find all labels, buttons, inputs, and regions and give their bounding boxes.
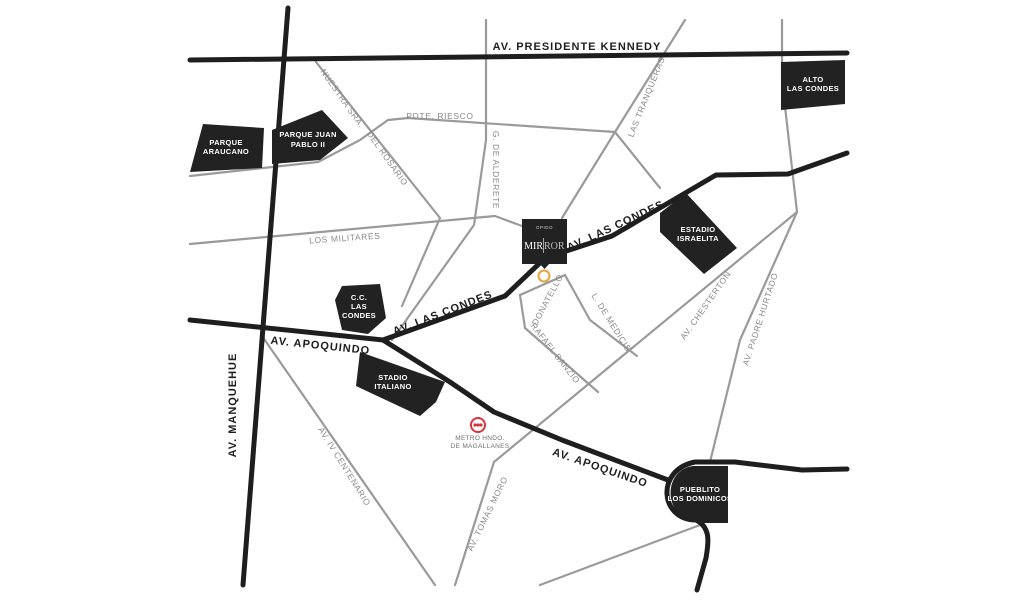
project-name-a: MIR [524, 241, 543, 252]
label-metro-2: DE MAGALLANES [451, 443, 510, 450]
label-av-presidente-kennedy: AV. PRESIDENTE KENNEDY [493, 41, 662, 53]
label-alto-las-condes-1: ALTO [803, 75, 824, 84]
label-av-chesterton: AV. CHESTERTON [678, 269, 733, 341]
road-av-manquehue [240, 5, 291, 588]
road-av-apoquindo [187, 317, 671, 483]
parque-araucano-block [190, 124, 264, 172]
street-rafael-sanzio [518, 293, 600, 394]
street-g-de-alderete [390, 18, 488, 342]
label-estadio-israelita-2: ISRAELITA [677, 234, 719, 243]
label-parque-araucano-2: ARAUCANO [203, 147, 249, 156]
label-av-iv-centenario: AV. IV CENTENARIO [316, 425, 373, 507]
label-cc-las-condes-2: LAS [351, 302, 367, 311]
label-metro-1: METRO HNDO. [455, 435, 505, 442]
metro-icon [470, 417, 486, 433]
cc-las-condes-block [335, 284, 386, 334]
street-av-tomas-moro [453, 460, 496, 587]
label-cc-las-condes-1: C.C. [351, 293, 367, 302]
street-nuestra-sra-del-rosario [314, 60, 442, 308]
street-southeast [538, 523, 702, 587]
label-del-rosario: DEL ROSARIO [365, 129, 410, 187]
street-l-de-medicis [563, 273, 639, 358]
road-pueblito-loop [664, 459, 850, 523]
landmarks [190, 60, 845, 523]
street-av-iv-centenario [260, 334, 437, 587]
label-los-militares: LOS MILITARES [309, 231, 381, 246]
label-parque-araucano-1: PARQUE [209, 138, 242, 147]
alto-las-condes-block [781, 60, 845, 110]
project-top-label: OPIDO [536, 225, 553, 230]
label-rafael-sanzio: RAFAEL SANZIO [529, 321, 582, 386]
label-pueblito-2: LOS DOMINICOS [668, 494, 733, 503]
label-alto-las-condes-2: LAS CONDES [787, 84, 839, 93]
street-donatello [518, 273, 567, 297]
label-av-las-condes-east: AV. LAS CONDES [565, 199, 666, 255]
location-ring-icon [537, 269, 551, 283]
label-estadio-israelita-1: ESTADIO [681, 225, 716, 234]
label-stadio-italiano-1: STADIO [378, 373, 408, 382]
estadio-israelita-block [660, 193, 737, 274]
project-name-b: ROR [544, 241, 565, 252]
stadio-italiano-block [356, 352, 445, 416]
label-parque-juan-pablo-1: PARQUE JUAN [279, 130, 336, 139]
label-l-de-medicis: L. DE MEDICIS [590, 291, 634, 353]
label-g-de-alderete: G. DE ALDERETE [491, 131, 501, 209]
label-stadio-italiano-2: ITALIANO [374, 382, 411, 391]
pueblito-los-dominicos-block [670, 466, 728, 523]
label-pueblito-1: PUEBLITO [680, 485, 720, 494]
project-mirror-block [522, 219, 567, 264]
major-roads [187, 5, 850, 593]
road-av-presidente-kennedy [187, 50, 850, 63]
parque-juan-pablo-block [272, 110, 348, 164]
label-av-manquehue: AV. MANQUEHUE [227, 353, 239, 458]
road-pueblito-south [693, 517, 711, 593]
street-los-militares [188, 214, 524, 246]
road-av-las-condes [380, 150, 850, 343]
label-cc-las-condes-3: CONDES [342, 311, 376, 320]
street-av-padre-hurtado [708, 18, 799, 464]
label-las-tranqueras: LAS TRANQUERAS [626, 55, 667, 138]
project-marker-pointer [539, 263, 550, 269]
minor-streets [188, 18, 799, 587]
label-av-padre-hurtado: AV. PADRE HURTADO [740, 271, 780, 366]
label-parque-juan-pablo-2: PABLO II [291, 140, 325, 149]
label-pdte-riesco: PDTE. RIESCO [406, 111, 473, 121]
